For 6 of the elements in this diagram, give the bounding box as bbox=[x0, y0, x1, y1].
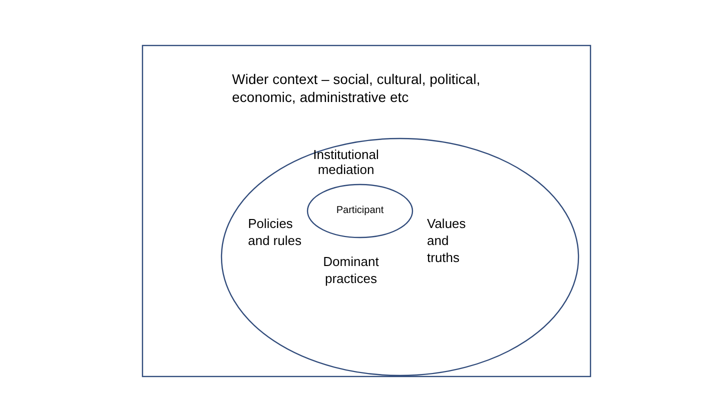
label-text: Policies and rules bbox=[248, 216, 302, 250]
label-text: Dominant practices bbox=[322, 254, 380, 288]
label-text: Participant bbox=[335, 204, 385, 217]
label-text: Institutional mediation bbox=[312, 148, 380, 178]
label-text: Values and truths bbox=[427, 216, 467, 267]
label-text: Wider context – social, cultural, political, economic, administrative etc bbox=[232, 70, 482, 106]
